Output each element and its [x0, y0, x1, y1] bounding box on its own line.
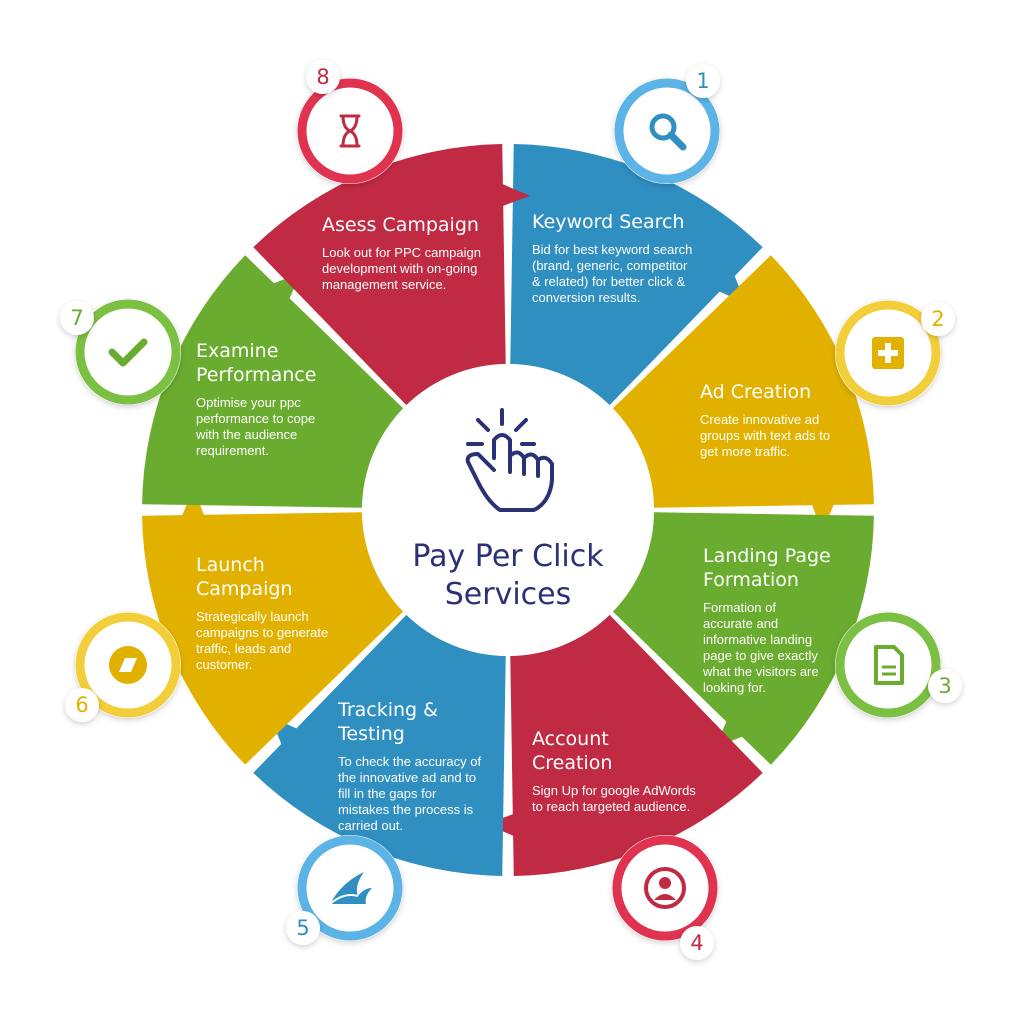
step-4-title: Account [532, 728, 609, 750]
step-2-description: Create innovative ad [700, 412, 819, 427]
step-2-description: groups with text ads to [700, 428, 830, 443]
step-8-description: management service. [322, 277, 446, 292]
step-5-description: fill in the gaps for [338, 786, 437, 801]
step-4-title: Creation [532, 752, 612, 774]
step-1-badge: 1 [614, 64, 720, 184]
center-title-line2: Services [445, 577, 572, 612]
step-8-number: 8 [316, 65, 329, 89]
step-8-badge: 8 [297, 60, 403, 184]
step-7-title: Performance [196, 364, 316, 386]
plus-square-icon [872, 337, 904, 369]
step-3-description: page to give exactly [703, 648, 818, 663]
click-pointer-icon [465, 408, 554, 512]
parallelogram-icon [109, 646, 147, 684]
step-7-number-badge: 7 [60, 301, 94, 335]
segment-step-5 [253, 614, 506, 876]
check-icon [108, 338, 148, 367]
step-7-description: with the audience [195, 427, 297, 442]
step-3-description: Formation of [703, 600, 776, 615]
step-4-number: 4 [690, 931, 703, 955]
step-8-title: Asess Campaign [322, 214, 479, 236]
step-7-description: requirement. [196, 443, 269, 458]
segment-step-3 [612, 512, 874, 765]
step-1-number-badge: 1 [686, 64, 720, 98]
step-3-number: 3 [938, 674, 951, 698]
step-1-description: Bid for best keyword search [532, 242, 692, 257]
step-1-number: 1 [696, 69, 709, 93]
step-1-description: conversion results. [532, 290, 640, 305]
step-7-title: Examine [196, 340, 278, 362]
step-6-description: Strategically launch [196, 609, 309, 624]
segment-step-7 [142, 255, 404, 508]
badges-group: 1 2 3 4 5 6 7 8 [60, 60, 962, 960]
step-6-title: Launch [196, 554, 265, 576]
step-2-title: Ad Creation [700, 381, 811, 403]
step-5-description: To check the accuracy of [338, 754, 481, 769]
step-4-number-badge: 4 [680, 926, 714, 960]
step-3-description: accurate and [703, 616, 778, 631]
step-3-title: Landing Page [703, 545, 831, 567]
center-title-line1: Pay Per Click [412, 539, 604, 574]
step-6-number-badge: 6 [65, 688, 99, 722]
step-6-badge: 6 [65, 612, 181, 722]
step-5-description: carried out. [338, 818, 403, 833]
step-8-number-badge: 8 [306, 60, 340, 94]
segment-step-2 [612, 255, 874, 508]
step-5-title: Tracking & [337, 699, 438, 721]
step-3-title: Formation [703, 569, 799, 591]
step-5-badge: 5 [286, 835, 403, 945]
segment-arrow-8 [502, 184, 530, 207]
segment-step-8 [253, 144, 506, 406]
step-4-description: Sign Up for google AdWords [532, 783, 696, 798]
segments-group [142, 144, 874, 876]
segment-step-6 [142, 512, 404, 765]
hourglass-icon [339, 114, 361, 148]
step-3-badge: 3 [835, 612, 962, 718]
step-3-number-badge: 3 [928, 669, 962, 703]
step-5-number: 5 [296, 916, 309, 940]
step-2-number: 2 [931, 307, 944, 331]
segment-step-1 [510, 144, 763, 406]
step-8-description: development with on-going [322, 261, 477, 276]
segment-step-4 [510, 614, 763, 876]
step-5-number-badge: 5 [286, 911, 320, 945]
step-6-description: customer. [196, 657, 252, 672]
step-2-number-badge: 2 [921, 302, 955, 336]
step-6-description: traffic, leads and [196, 641, 291, 656]
step-2-description: get more traffic. [700, 444, 790, 459]
step-1-description: (brand, generic, competitor [532, 258, 688, 273]
wave-icon [329, 872, 372, 905]
step-4-badge: 4 [612, 835, 718, 960]
step-8-description: Look out for PPC campaign [322, 245, 481, 260]
search-icon [649, 113, 687, 151]
step-6-description: campaigns to generate [196, 625, 328, 640]
step-5-description: mistakes the process is [338, 802, 474, 817]
step-3-description: looking for. [703, 680, 766, 695]
user-icon [644, 867, 686, 909]
step-6-title: Campaign [196, 578, 293, 600]
step-7-badge: 7 [60, 299, 181, 405]
step-3-description: what the visitors are [702, 664, 819, 679]
step-7-number: 7 [70, 306, 83, 330]
step-1-description: & related) for better click & [532, 274, 685, 289]
step-7-description: Optimise your ppc [196, 395, 301, 410]
step-5-description: the innovative ad and to [338, 770, 476, 785]
document-icon [874, 645, 904, 685]
step-5-title: Testing [337, 723, 405, 745]
step-6-number: 6 [75, 693, 88, 717]
step-2-badge: 2 [835, 300, 955, 406]
step-7-description: performance to cope [196, 411, 315, 426]
step-3-description: informative landing [703, 632, 812, 647]
step-4-description: to reach targeted audience. [532, 799, 690, 814]
step-1-title: Keyword Search [532, 211, 684, 233]
